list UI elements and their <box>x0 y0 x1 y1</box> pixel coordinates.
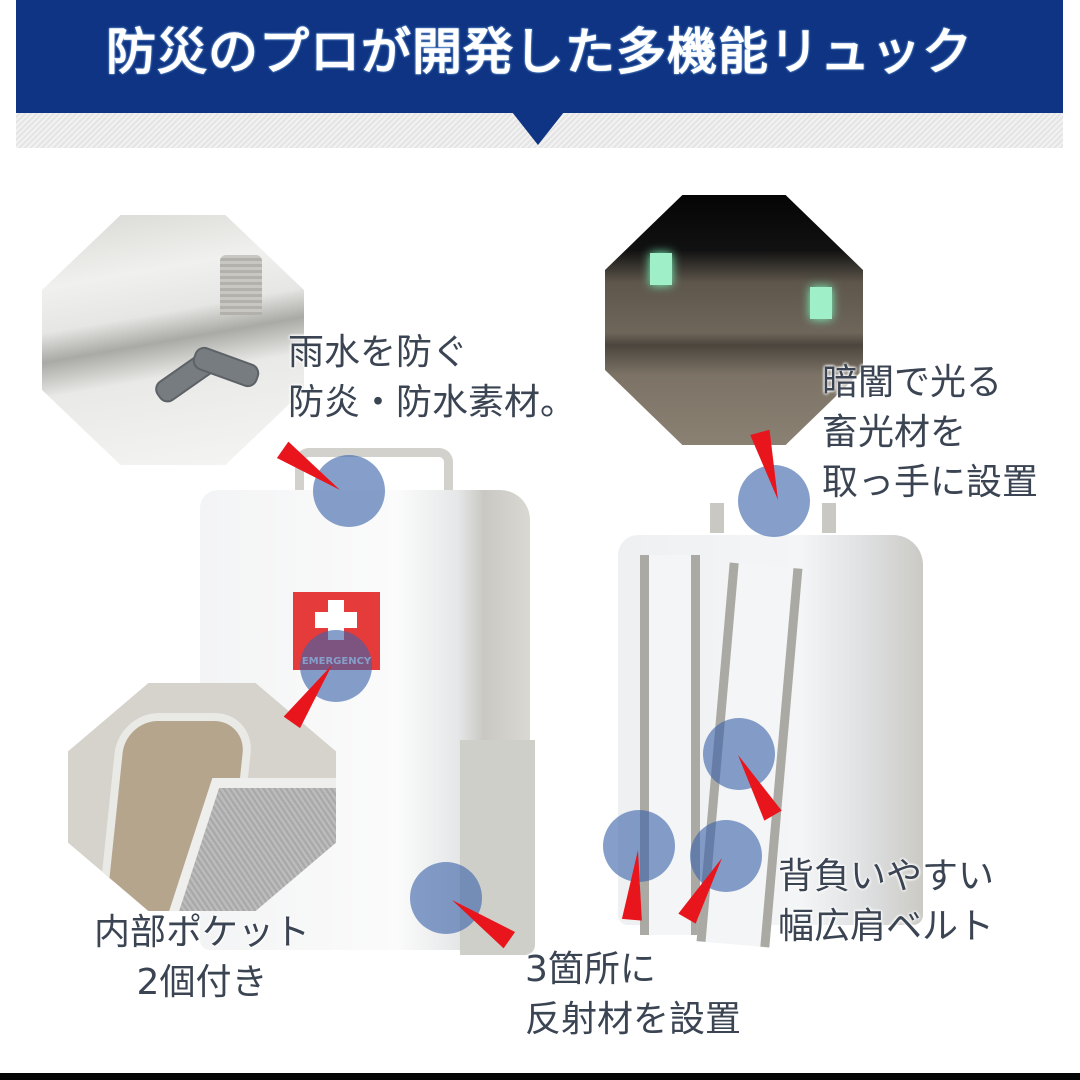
page-title: 防災のプロが開発した多機能リュック <box>106 23 973 81</box>
feature-label-reflector: 3箇所に 反射材を設置 <box>525 945 741 1045</box>
feature-label-shoulder-belt: 背負いやすい 幅広肩ベルト <box>778 852 994 952</box>
zipper-pull-icon <box>189 344 263 390</box>
callout-dot-patch <box>300 630 372 702</box>
label-line: 幅広肩ベルト <box>778 906 995 947</box>
feature-label-waterproof: 雨水を防ぐ 防炎・防水素材。 <box>288 328 576 428</box>
feature-label-inner-pocket: 内部ポケット 2個付き <box>82 908 322 1008</box>
label-line: 取っ手に設置 <box>822 462 1039 503</box>
callout-dot-handle <box>738 465 810 537</box>
label-line: 3箇所に <box>525 949 656 990</box>
glow-strip-icon <box>650 253 672 285</box>
label-line: 反射材を設置 <box>525 999 742 1040</box>
glow-handle-photo <box>605 195 863 445</box>
interior-pocket-photo <box>68 683 336 911</box>
label-line: 暗闇で光る <box>822 362 1003 403</box>
zipper-detail-photo <box>42 215 304 465</box>
label-line: 雨水を防ぐ <box>288 332 469 373</box>
header-down-pointer-icon <box>512 112 564 145</box>
header-banner: 防災のプロが開発した多機能リュック <box>16 0 1063 113</box>
callout-dot-strap-upper <box>703 718 775 790</box>
callout-dot-bottom-reflector <box>410 862 482 934</box>
callout-dot-zipper <box>313 455 385 527</box>
label-line: 背負いやすい <box>778 856 995 897</box>
back-backpack-image <box>618 535 923 948</box>
bottom-border <box>0 1073 1080 1080</box>
back-bag-handle-right <box>822 503 836 533</box>
label-line: 畜光材を <box>822 412 967 453</box>
back-bag-handle-left <box>710 503 724 533</box>
cross-icon-bar <box>315 612 357 628</box>
label-line: 防炎・防水素材。 <box>288 382 577 423</box>
front-bag-handle <box>295 448 453 507</box>
glow-strip-icon <box>810 287 832 319</box>
handle-loop <box>220 255 262 315</box>
feature-label-luminous: 暗闇で光る 畜光材を 取っ手に設置 <box>822 358 1038 508</box>
callout-dot-strap-left <box>603 810 675 882</box>
label-line: 内部ポケット <box>93 912 310 953</box>
callout-dot-strap-right <box>690 820 762 892</box>
label-line: 2個付き <box>136 962 268 1003</box>
